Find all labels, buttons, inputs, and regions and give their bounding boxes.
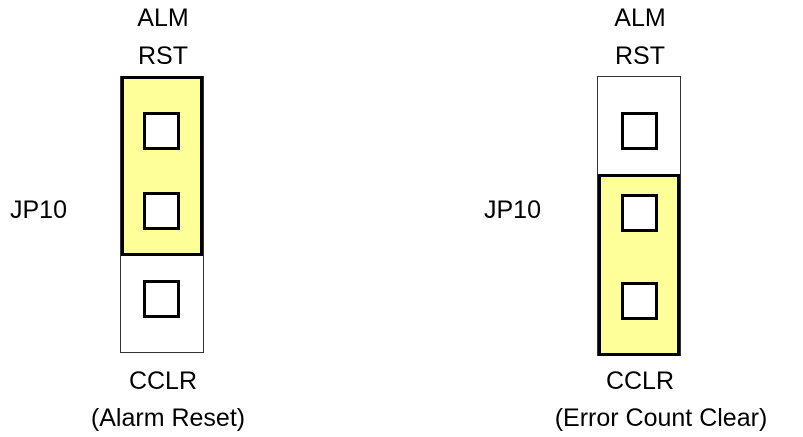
- jumper-cap: [121, 76, 203, 256]
- jp10-label: JP10: [484, 196, 541, 224]
- pin-1: [143, 112, 180, 150]
- alm-label: ALM: [137, 4, 189, 32]
- pin-3: [143, 280, 180, 318]
- pin-3: [621, 282, 658, 320]
- alm-label: ALM: [614, 4, 666, 32]
- cclr-label: CCLR: [605, 367, 675, 395]
- pin-2: [143, 192, 180, 230]
- caption-error-count-clear: (Error Count Clear): [554, 404, 768, 432]
- rst-label: RST: [615, 42, 665, 70]
- pin-2: [621, 194, 658, 232]
- jp10-label: JP10: [10, 196, 67, 224]
- caption-alarm-reset: (Alarm Reset): [90, 404, 246, 432]
- pin-1: [621, 112, 658, 150]
- rst-label: RST: [138, 42, 188, 70]
- cclr-label: CCLR: [128, 367, 198, 395]
